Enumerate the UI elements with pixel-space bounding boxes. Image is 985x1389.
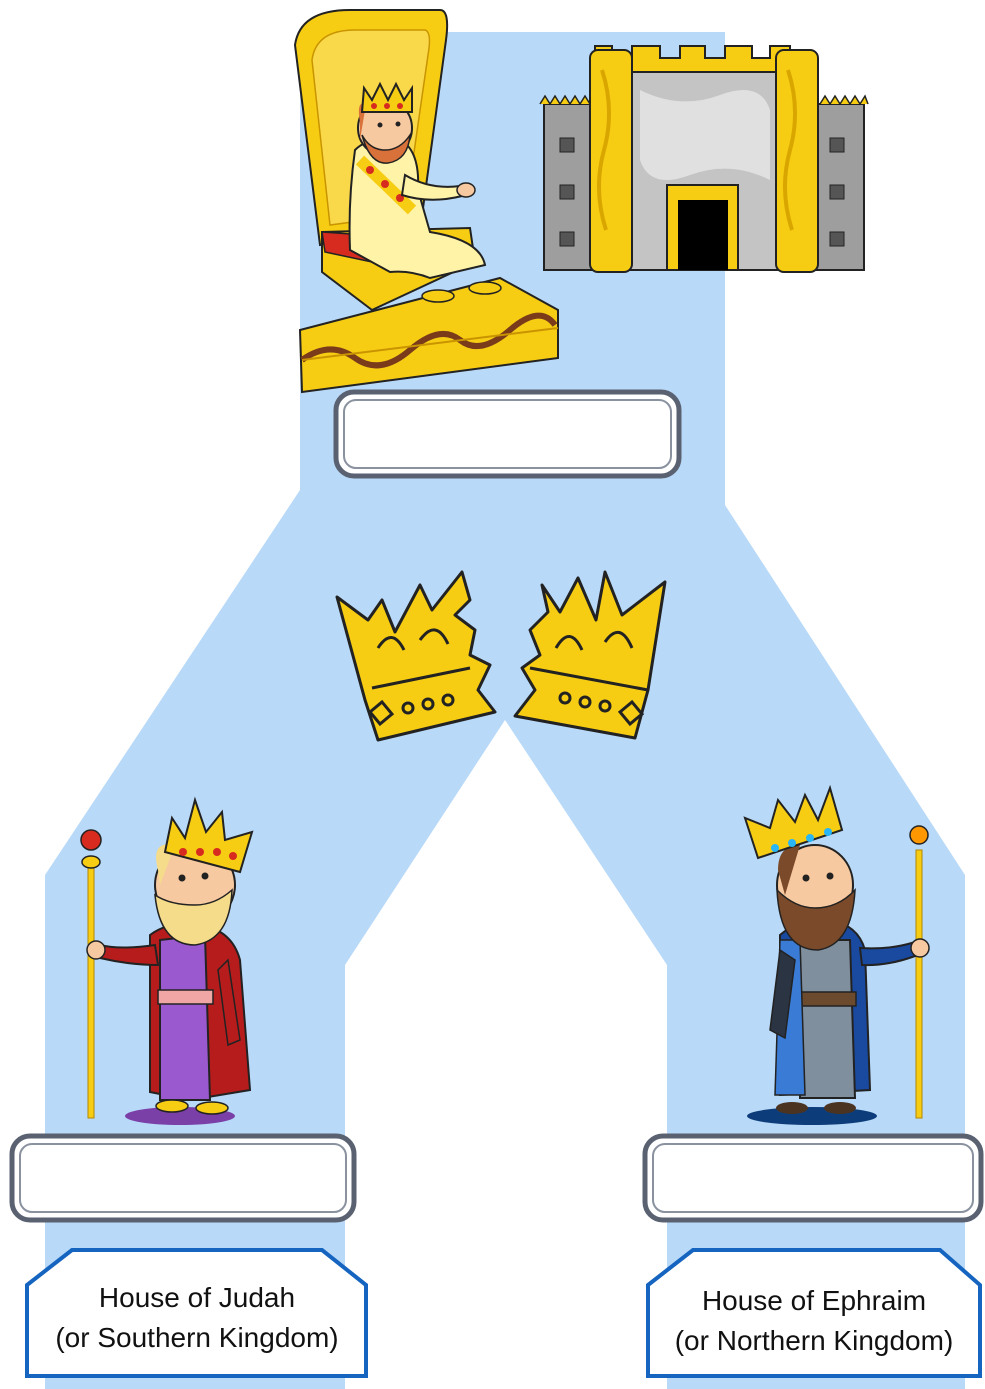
house-judah-line2: (or Southern Kingdom) bbox=[55, 1322, 338, 1353]
house-ephraim-line1: House of Ephraim bbox=[702, 1285, 926, 1316]
right-label-box[interactable] bbox=[645, 1136, 981, 1220]
house-judah-frame bbox=[27, 1250, 366, 1376]
left-label-box[interactable] bbox=[12, 1136, 354, 1220]
house-judah-line1: House of Judah bbox=[99, 1282, 295, 1313]
top-label-box[interactable] bbox=[336, 392, 679, 476]
temple-icon bbox=[540, 46, 868, 272]
house-ephraim-line2: (or Northern Kingdom) bbox=[675, 1325, 954, 1356]
